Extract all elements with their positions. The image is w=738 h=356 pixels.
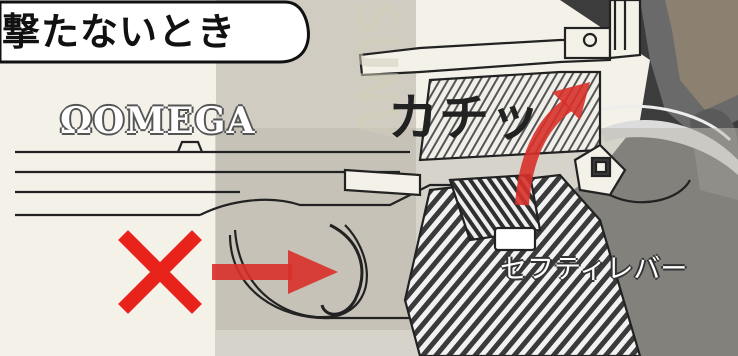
safety-lever-label: セフティレバー <box>500 254 688 285</box>
heading-bubble <box>0 0 310 64</box>
sound-effect-label: カチッ <box>388 89 541 147</box>
red-arrow-right-icon <box>212 250 338 294</box>
red-curved-arrow-up-icon <box>515 82 590 206</box>
cross-mark-icon <box>118 230 202 314</box>
watermark-text: SUNV <box>342 0 410 140</box>
page-heading: 撃たないとき <box>2 10 237 54</box>
omega-logo: ΩOMEGA <box>60 100 256 142</box>
